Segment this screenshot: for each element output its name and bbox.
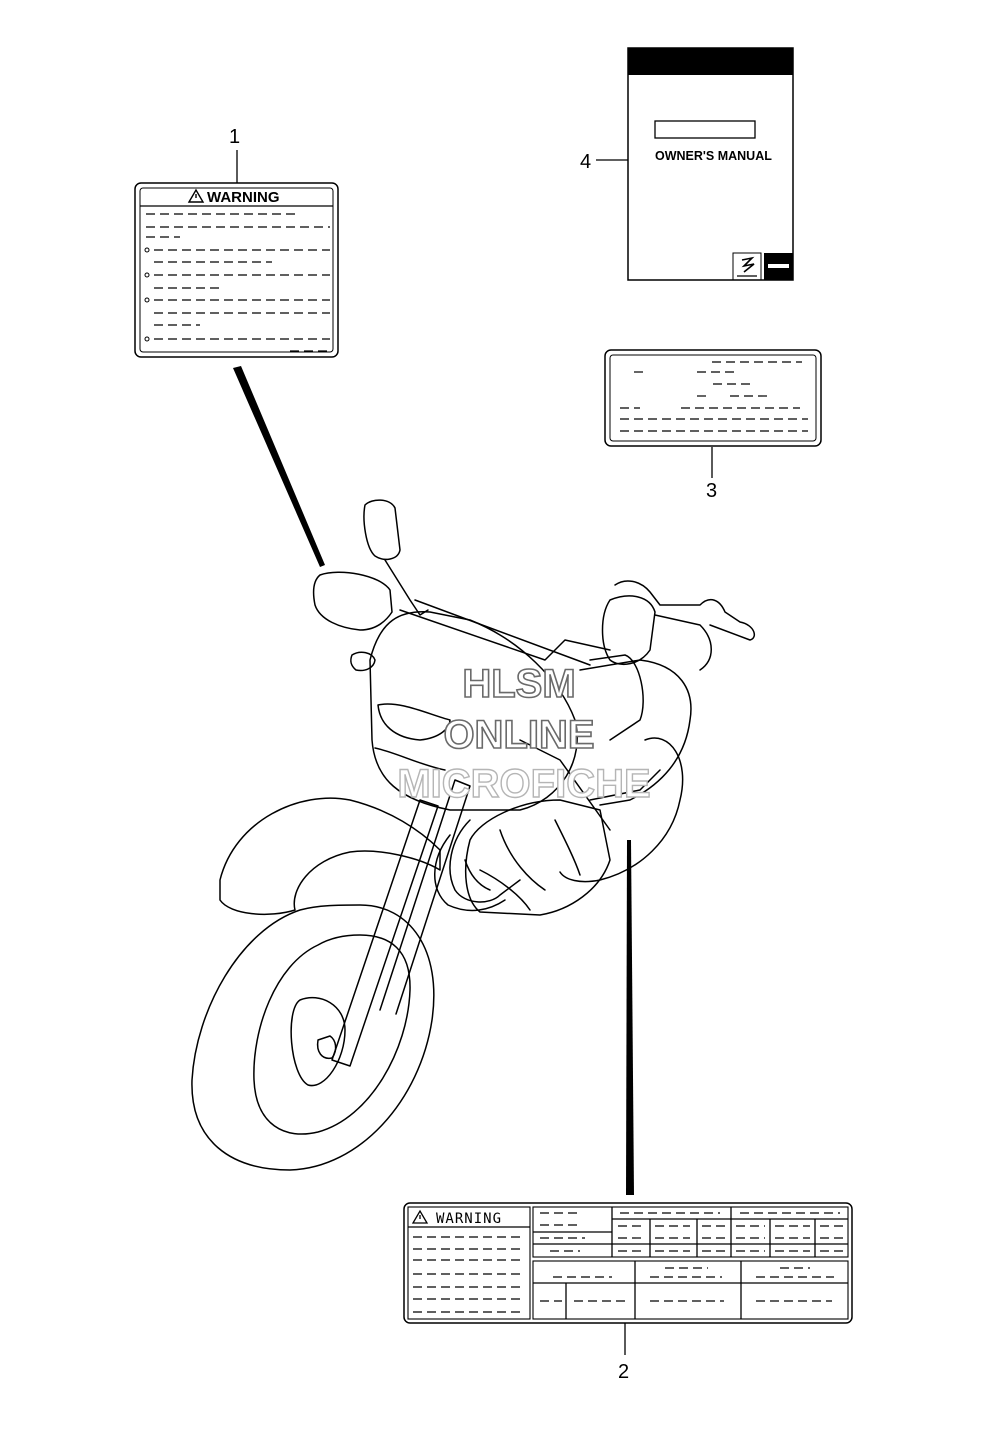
watermark-line-1: HLSM [462, 662, 575, 706]
label-3 [604, 349, 822, 447]
watermark-line-3: MICROFICHE [397, 762, 650, 806]
warning-label-2: WARNING [403, 1202, 853, 1324]
watermark: HLSM ONLINE MICROFICHE [397, 661, 652, 807]
owners-manual: OWNER'S MANUAL [627, 47, 794, 281]
warning-heading-1: WARNING [207, 189, 280, 206]
leader-line-2 [626, 840, 634, 1195]
callout-1: 1 [229, 126, 240, 148]
leader-line-1 [233, 366, 325, 567]
warning-heading-2: WARNING [436, 1211, 502, 1227]
callout-3: 3 [706, 480, 717, 502]
motorcycle-drawing [191, 499, 756, 1171]
watermark-line-2: ONLINE [443, 713, 594, 757]
callout-4: 4 [580, 151, 591, 173]
leader-lines [233, 150, 713, 1355]
callout-2: 2 [618, 1361, 629, 1383]
warning-triangle-icon [411, 1209, 429, 1224]
manual-title: OWNER'S MANUAL [655, 149, 772, 163]
warning-label-1: WARNING [134, 182, 339, 358]
suzuki-logo-icon [732, 252, 762, 281]
warning-triangle-icon [187, 188, 205, 203]
